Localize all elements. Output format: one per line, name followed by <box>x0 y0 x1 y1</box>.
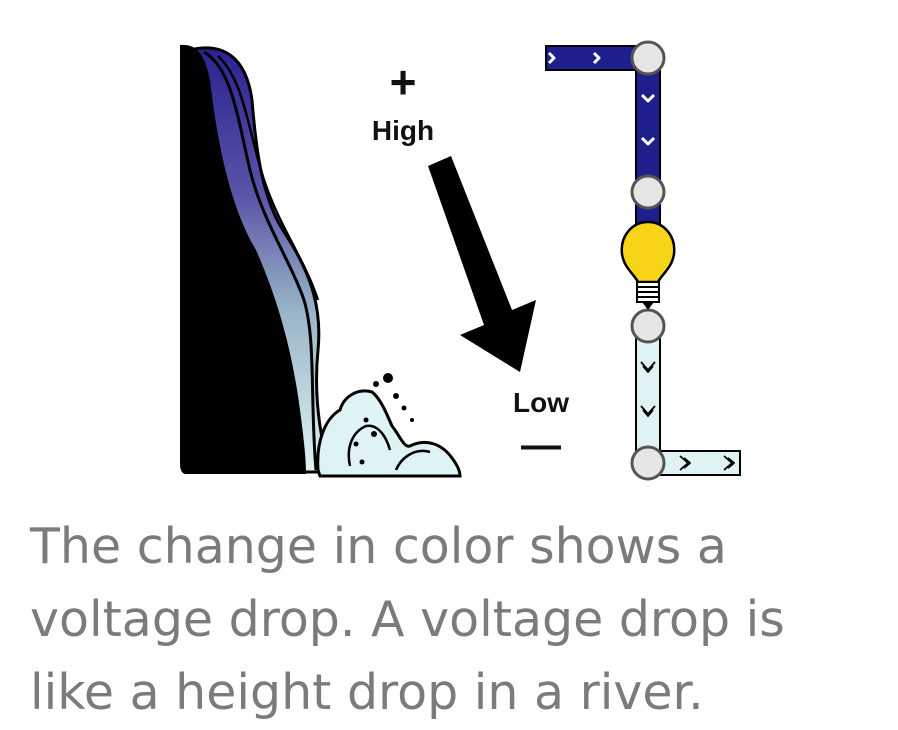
current-arrow-icon <box>640 361 656 373</box>
current-arrow-icon <box>547 51 556 65</box>
water-droplets <box>353 373 414 465</box>
drop-arrow <box>428 156 536 372</box>
current-arrows-low <box>640 361 735 471</box>
circuit-illustration <box>545 40 741 481</box>
current-arrow-icon <box>640 93 656 103</box>
current-arrow-icon <box>640 405 656 417</box>
current-arrow-icon <box>723 455 735 471</box>
waterfall-illustration <box>180 44 462 478</box>
current-arrow-icon <box>640 136 656 146</box>
current-arrows-high <box>547 51 656 146</box>
waterfall-stream-line <box>217 55 320 301</box>
waterfall-stream-line <box>203 50 318 471</box>
connector-node <box>630 174 666 210</box>
cliff-rock <box>180 44 306 475</box>
high-label: High <box>372 115 434 146</box>
low-voltage-wire <box>635 325 661 465</box>
low-sign: — <box>521 423 561 467</box>
splash-rock-outline <box>394 449 431 471</box>
current-arrow-icon <box>679 455 691 471</box>
splash-rocks <box>316 389 462 478</box>
current-arrow-icon <box>592 51 601 65</box>
caption-text: The change in color shows a voltage drop… <box>30 518 785 721</box>
high-sign: + <box>390 56 417 108</box>
connector-node <box>630 308 666 344</box>
light-bulb-icon <box>620 220 676 310</box>
low-label: Low <box>513 387 569 418</box>
connector-node <box>630 40 666 76</box>
voltage-drop-diagram: + High Low — <box>180 40 741 481</box>
splash-rock-outline <box>347 424 392 467</box>
connector-node <box>630 445 666 481</box>
